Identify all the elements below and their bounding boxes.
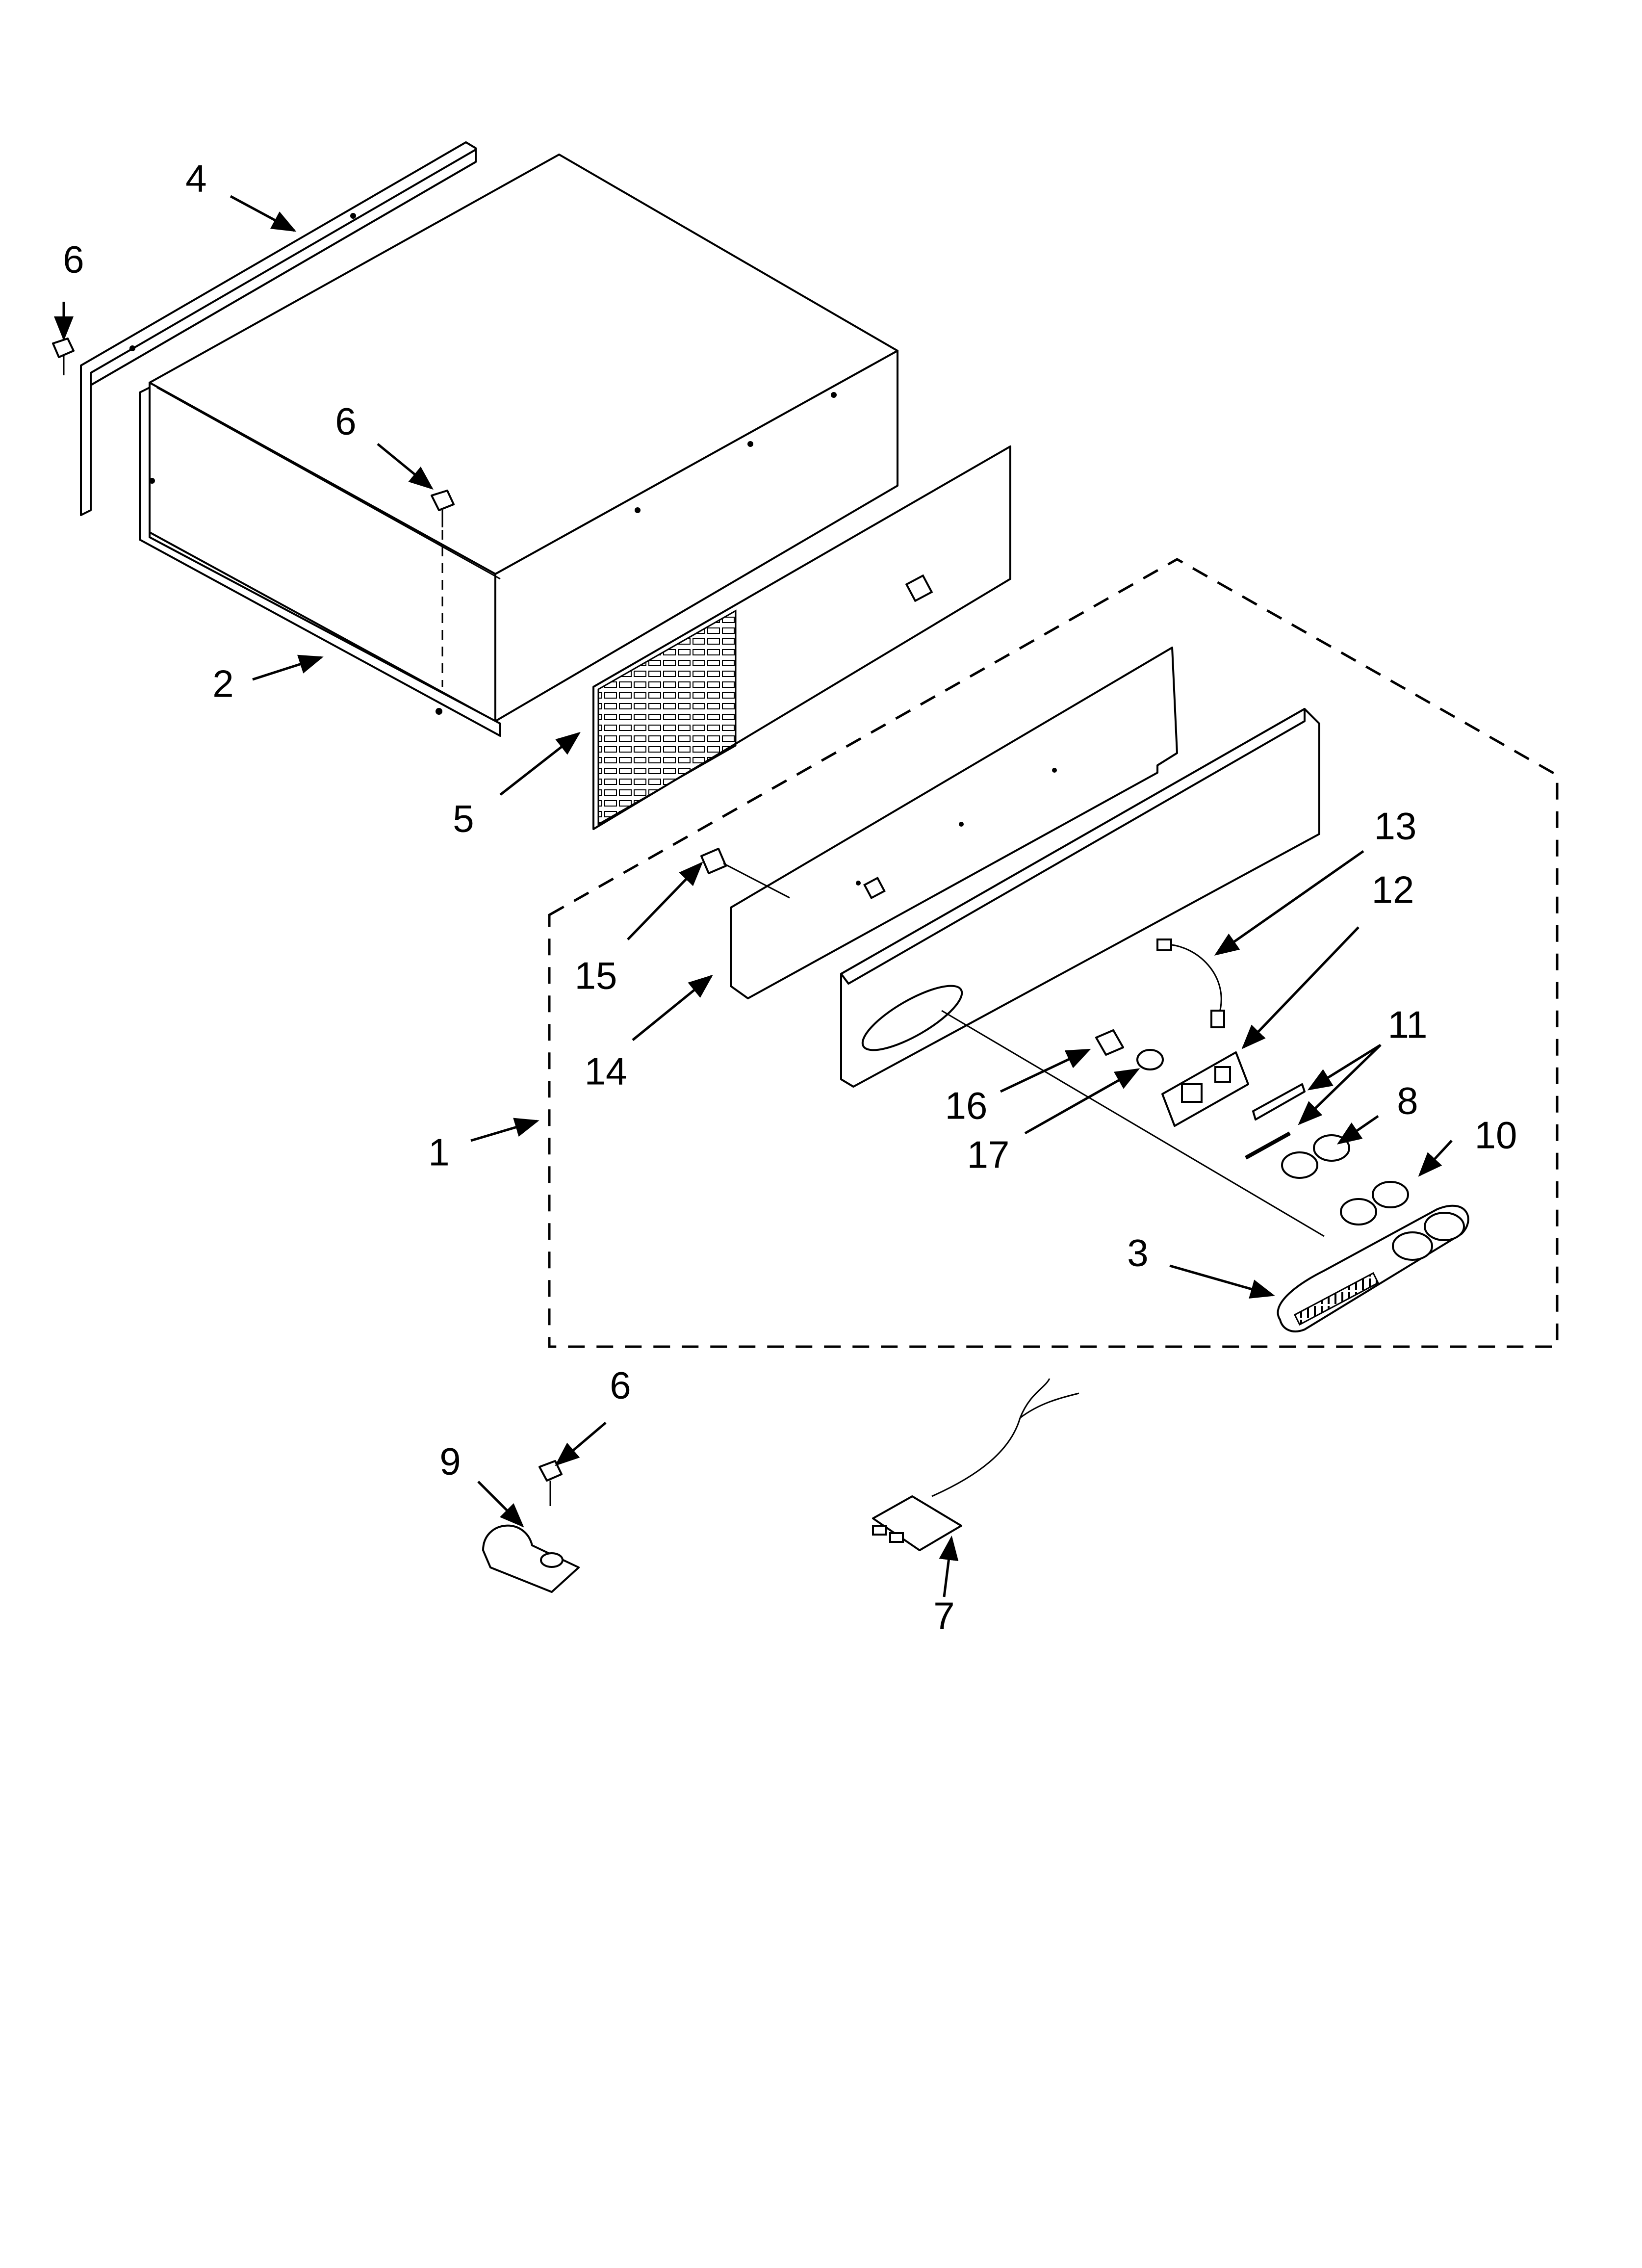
callout-12: 12 bbox=[1372, 868, 1414, 912]
wire-harness-13 bbox=[1164, 943, 1222, 1016]
rear-rail-bracket bbox=[80, 141, 477, 516]
callout-9: 9 bbox=[439, 1440, 461, 1483]
circuit-board bbox=[1161, 1051, 1249, 1127]
callout-15: 15 bbox=[575, 954, 617, 997]
assembly-boundary bbox=[548, 558, 1559, 1348]
callout-13: 13 bbox=[1374, 805, 1417, 848]
callout-3: 3 bbox=[1127, 1231, 1148, 1275]
callout-6-top-left: 6 bbox=[63, 238, 84, 281]
callout-2: 2 bbox=[212, 662, 233, 705]
screw-bottom bbox=[539, 1460, 563, 1506]
grille-bezel bbox=[1277, 1204, 1469, 1332]
callout-4: 4 bbox=[185, 157, 206, 200]
screw-top-left bbox=[52, 338, 75, 375]
cabinet-housing bbox=[139, 154, 898, 737]
terminal-harness bbox=[872, 1378, 1079, 1551]
spacer-17 bbox=[1136, 1049, 1164, 1070]
screw-16 bbox=[1095, 1029, 1124, 1056]
callout-8: 8 bbox=[1397, 1079, 1418, 1122]
control-back-panel bbox=[730, 647, 1178, 999]
callout-labels: 1 2 3 4 5 6 6 6 7 8 9 10 11 12 13 14 15 … bbox=[63, 157, 1517, 1638]
louvered-panel bbox=[592, 445, 1011, 830]
callout-17: 17 bbox=[967, 1133, 1010, 1176]
callout-6-bottom: 6 bbox=[610, 1364, 631, 1407]
callout-16: 16 bbox=[945, 1084, 988, 1127]
strip-11b bbox=[1245, 1131, 1291, 1160]
callout-5: 5 bbox=[453, 797, 474, 840]
lens-10 bbox=[1340, 1181, 1409, 1225]
callout-10: 10 bbox=[1475, 1114, 1517, 1157]
screw-15 bbox=[700, 848, 790, 899]
strip-11a bbox=[1252, 1083, 1306, 1121]
leader-lines bbox=[54, 195, 1453, 1597]
screw-top-center bbox=[431, 490, 455, 687]
callout-14: 14 bbox=[585, 1050, 627, 1093]
callout-11: 11 bbox=[1388, 1003, 1428, 1046]
control-console bbox=[840, 708, 1325, 1237]
callout-6-top-center: 6 bbox=[335, 400, 356, 443]
cable-clamp bbox=[482, 1524, 580, 1593]
callout-7: 7 bbox=[933, 1594, 954, 1638]
callout-1: 1 bbox=[428, 1131, 449, 1174]
